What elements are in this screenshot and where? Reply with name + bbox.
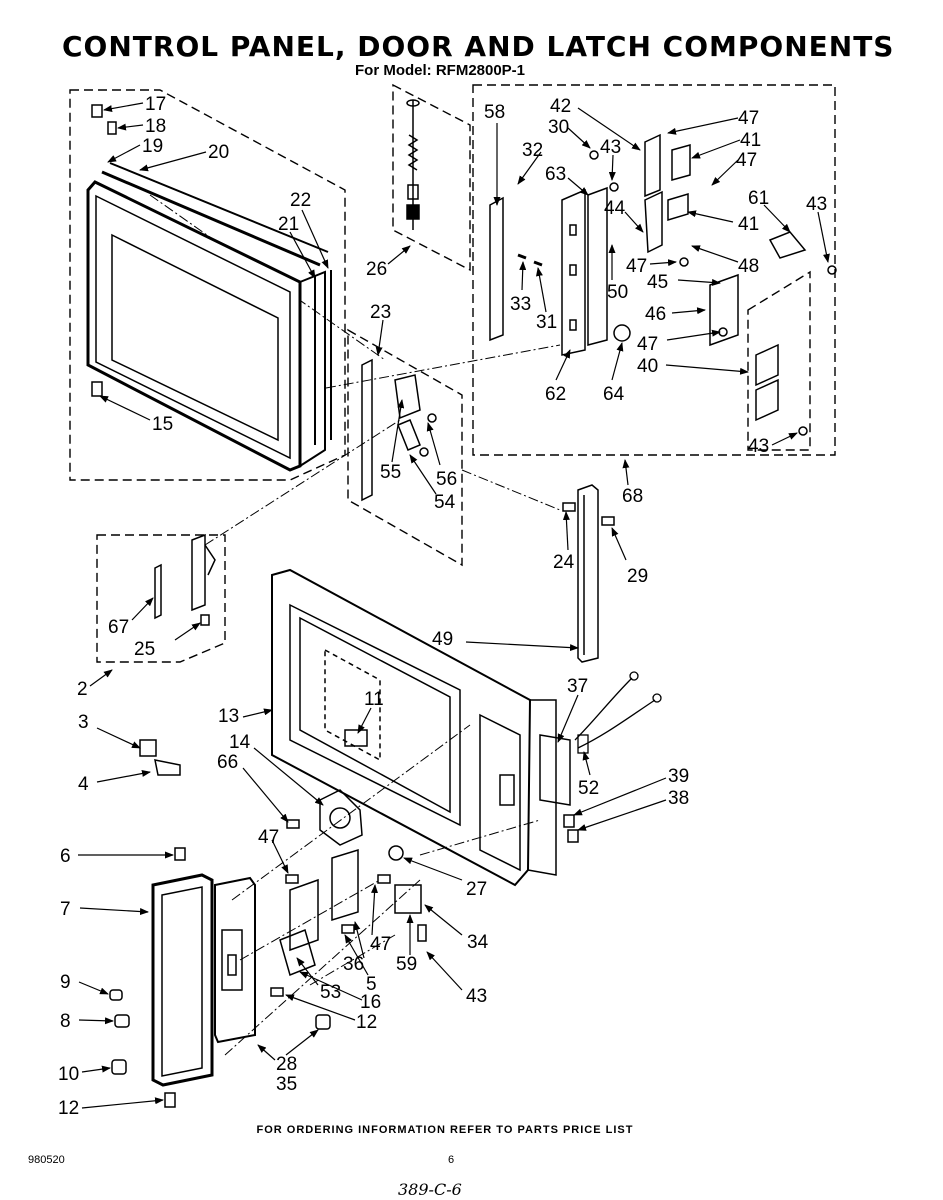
latch-group-drawing [489,133,837,436]
callout-39: 39 [668,766,689,787]
wire-harness-drawing [574,671,662,754]
page-title: CONTROL PANEL, DOOR AND LATCH COMPONENTS [62,30,895,63]
connection-lines [149,194,561,1056]
callout-43: 43 [600,137,621,158]
callout-58: 58 [484,102,505,123]
callout-48: 48 [738,256,759,277]
callout-18: 18 [145,116,166,137]
callout-16: 16 [360,992,381,1013]
callout-11: 11 [364,689,384,710]
callout-67: 67 [108,617,129,638]
callout-59: 59 [396,954,417,975]
callout-46: 46 [645,304,666,325]
callout-7: 7 [60,899,71,920]
callout-10: 10 [58,1064,79,1085]
callout-41: 41 [738,214,759,235]
callout-55: 55 [380,462,401,483]
callout-8: 8 [60,1011,71,1032]
callout-37: 37 [567,676,588,697]
callout-43: 43 [748,436,769,457]
page-number: 6 [448,1154,455,1166]
choke-group-outline [392,83,471,272]
leader-lines [78,102,830,1109]
callout-47: 47 [637,334,658,355]
model-subtitle: For Model: RFM2800P-1 [355,62,526,79]
control-panel-drawing [109,739,579,1108]
callout-4: 4 [78,774,89,795]
support-bar-drawing [562,484,615,663]
callout-61: 61 [748,188,769,209]
callout-41: 41 [740,130,761,151]
callout-24: 24 [553,552,575,573]
callout-15: 15 [152,414,173,435]
callout-50: 50 [607,282,628,303]
callout-56: 56 [436,469,457,490]
callout-68: 68 [622,486,643,507]
front-frame-drawing [271,568,571,887]
callout-43: 43 [806,194,827,215]
callout-49: 49 [432,629,453,650]
callout-47: 47 [736,150,757,171]
door-assembly-drawing [86,104,332,472]
callout-21: 21 [278,214,299,235]
callout-5: 5 [366,974,377,995]
ordering-info-note: FOR ORDERING INFORMATION REFER TO PARTS … [256,1124,634,1136]
callout-27: 27 [466,879,487,900]
callout-9: 9 [60,972,71,993]
callout-33: 33 [510,294,531,315]
callout-31: 31 [536,312,557,333]
callout-47: 47 [738,108,759,129]
callout-13: 13 [218,706,239,727]
callout-2: 2 [77,679,88,700]
callout-38: 38 [668,788,689,809]
callout-28: 28 [276,1054,297,1075]
callout-22: 22 [290,190,311,211]
handle-drawing [154,533,216,626]
latch-group-outline [472,84,836,456]
callout-53: 53 [320,982,341,1003]
callout-54: 54 [434,492,456,513]
callout-45: 45 [647,272,668,293]
callout-35: 35 [276,1074,297,1095]
callout-26: 26 [366,259,387,280]
switch-group-outline [747,270,811,451]
callout-17: 17 [145,94,166,115]
handwritten-note: 389-C-6 [398,1180,462,1199]
callout-labels: 17 18 19 20 22 21 15 26 23 58 42 30 32 4… [58,94,827,1119]
callout-3: 3 [78,712,89,733]
document-number: 980520 [28,1154,65,1166]
callout-14: 14 [229,732,251,753]
callout-43: 43 [466,986,487,1007]
callout-29: 29 [627,566,648,587]
callout-64: 64 [603,384,625,405]
callout-40: 40 [637,356,658,377]
callout-47: 47 [370,934,391,955]
callout-25: 25 [134,639,155,660]
callout-44: 44 [604,198,626,219]
callout-62: 62 [545,384,566,405]
callout-12: 12 [356,1012,377,1033]
callout-32: 32 [522,140,543,161]
callout-47: 47 [258,827,279,848]
callout-19: 19 [142,136,163,157]
callout-66: 66 [217,752,238,773]
callout-42: 42 [550,96,571,117]
callout-47: 47 [626,256,647,277]
callout-23: 23 [370,302,391,323]
callout-6: 6 [60,846,71,867]
callout-63: 63 [545,164,566,185]
callout-52: 52 [578,778,599,799]
callout-34: 34 [467,932,489,953]
callout-36: 36 [343,954,364,975]
callout-12: 12 [58,1098,79,1119]
choke-spring-drawing [406,99,420,230]
callout-30: 30 [548,117,569,138]
callout-20: 20 [208,142,229,163]
hinge-group-outline [347,328,463,567]
